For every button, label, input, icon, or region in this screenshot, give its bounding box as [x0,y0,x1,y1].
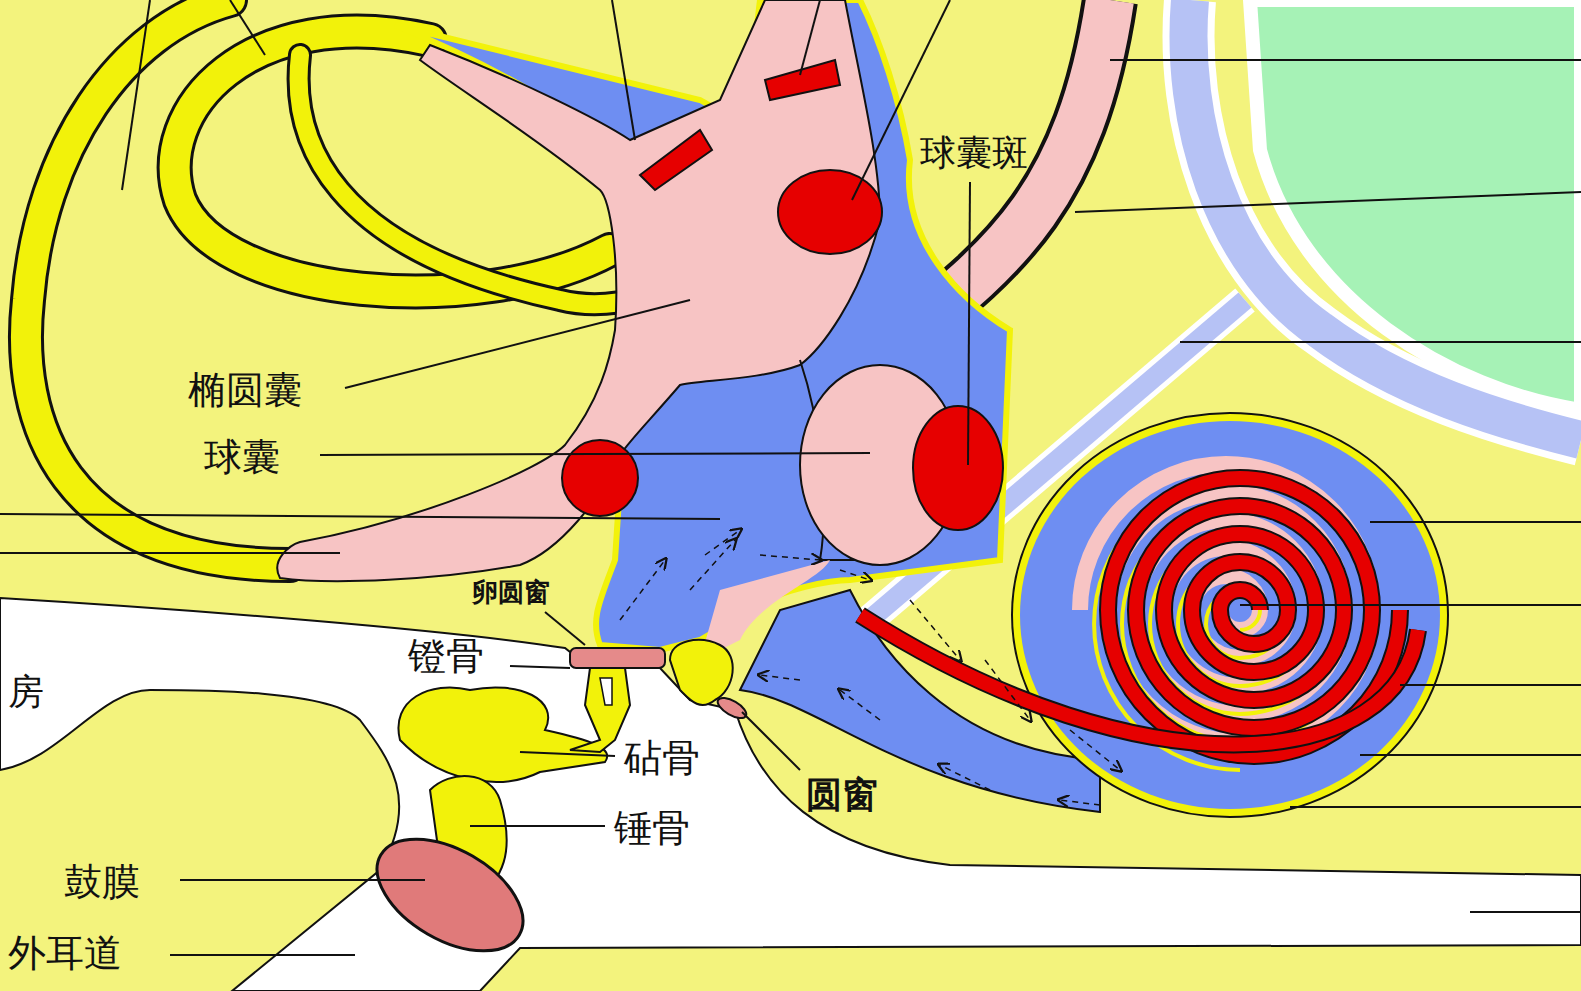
part-label: 球囊 [204,437,280,479]
part-label: 鼓膜 [64,862,140,904]
part-label: 外耳道 [8,933,122,975]
part-label: 椭圆囊 [188,370,302,412]
part-label: 卵圆窗 [472,578,550,607]
part-label: 锤骨 [614,808,690,850]
part-label: 房 [8,672,44,712]
part-label: 镫骨 [408,636,484,678]
part-label: 圆窗 [806,775,878,815]
part-label: 球囊斑 [920,133,1028,173]
part-label: 砧骨 [624,738,700,780]
